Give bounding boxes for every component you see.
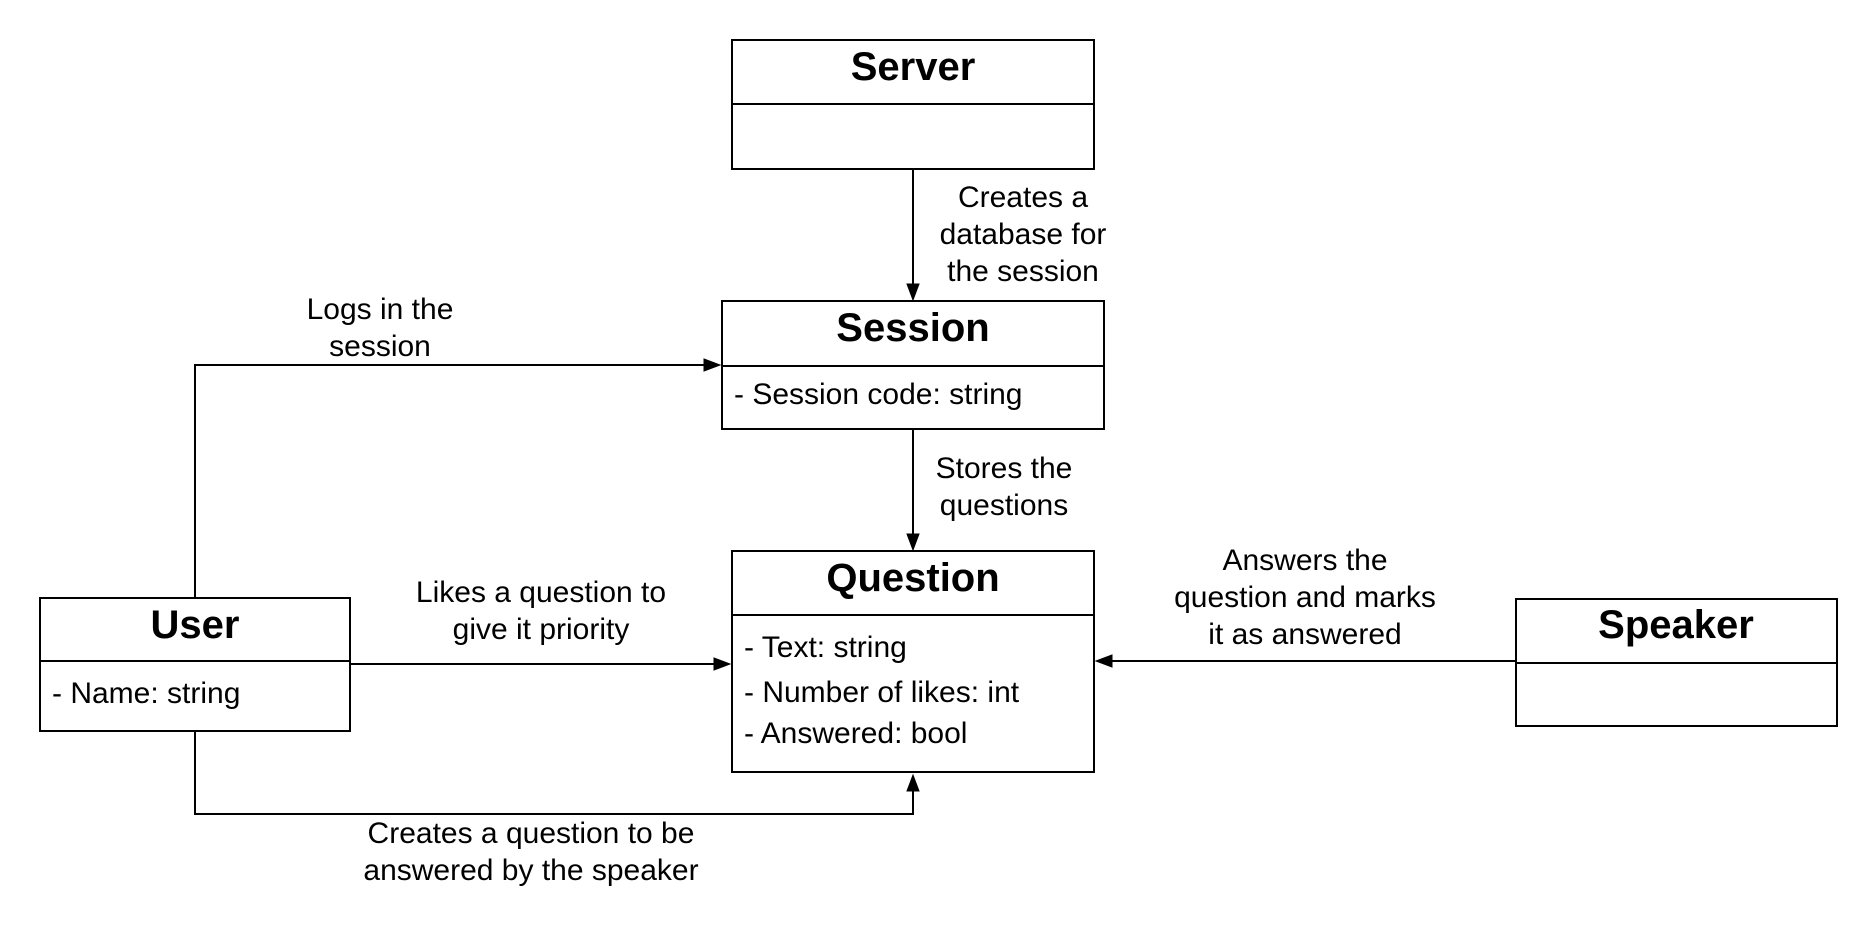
class-attribute: - Text: string [744,631,907,664]
class-speaker[interactable]: Speaker [1515,598,1838,727]
edge-label-speaker-question-line-3: it as answered [1208,618,1401,651]
edge-speaker-to-question [1094,654,1516,668]
class-name: User [151,603,240,647]
edge-session-to-question [906,430,920,552]
arrowhead-right-icon [713,657,732,671]
class-server[interactable]: Server [731,39,1095,170]
class-attribute: - Number of likes: int [744,676,1020,709]
edge-user-creates-question [194,732,920,815]
edge-line [194,732,914,815]
edge-label-session-question-line-1: Stores the [936,452,1073,485]
class-name: Server [851,45,976,89]
edge-label-speaker-question-line-1: Answers the [1222,544,1387,577]
class-attribute: - Answered: bool [744,717,967,750]
arrowhead-down-icon [906,533,920,552]
class-name: Speaker [1598,603,1754,647]
edge-label-user-creates-line-1: Creates a question to be [368,817,695,850]
class-session[interactable]: Session - Session code: string [721,300,1105,430]
class-question[interactable]: Question - Text: string - Number of like… [731,550,1095,773]
edge-label-server-session-line-2: database for [940,218,1107,251]
arrowhead-left-icon [1094,654,1113,668]
arrowhead-right-icon [703,358,722,372]
edge-server-to-session [906,170,920,302]
class-user[interactable]: User - Name: string [39,597,351,732]
edge-label-user-session-line-2: session [329,330,431,363]
edge-label-user-creates-line-2: answered by the speaker [363,854,698,887]
class-attribute: - Name: string [52,677,240,710]
edge-label-server-session-line-1: Creates a [958,181,1088,214]
edge-label-speaker-question-line-2: question and marks [1174,581,1436,614]
edge-line [194,364,706,598]
arrowhead-up-icon [906,773,920,792]
edge-label-user-likes-line-2: give it priority [453,613,630,646]
class-attribute: - Session code: string [734,378,1022,411]
class-name: Question [826,556,999,600]
class-box [731,550,1095,773]
edge-user-likes-question [350,657,732,671]
arrowhead-down-icon [906,283,920,302]
edge-label-user-likes-line-1: Likes a question to [416,576,666,609]
edge-label-session-question-line-2: questions [940,489,1068,522]
edge-label-user-session-line-1: Logs in the [307,293,454,326]
class-name: Session [836,306,989,350]
class-box [39,597,351,732]
edge-user-to-session [194,358,722,598]
edge-label-server-session-line-3: the session [947,255,1099,288]
